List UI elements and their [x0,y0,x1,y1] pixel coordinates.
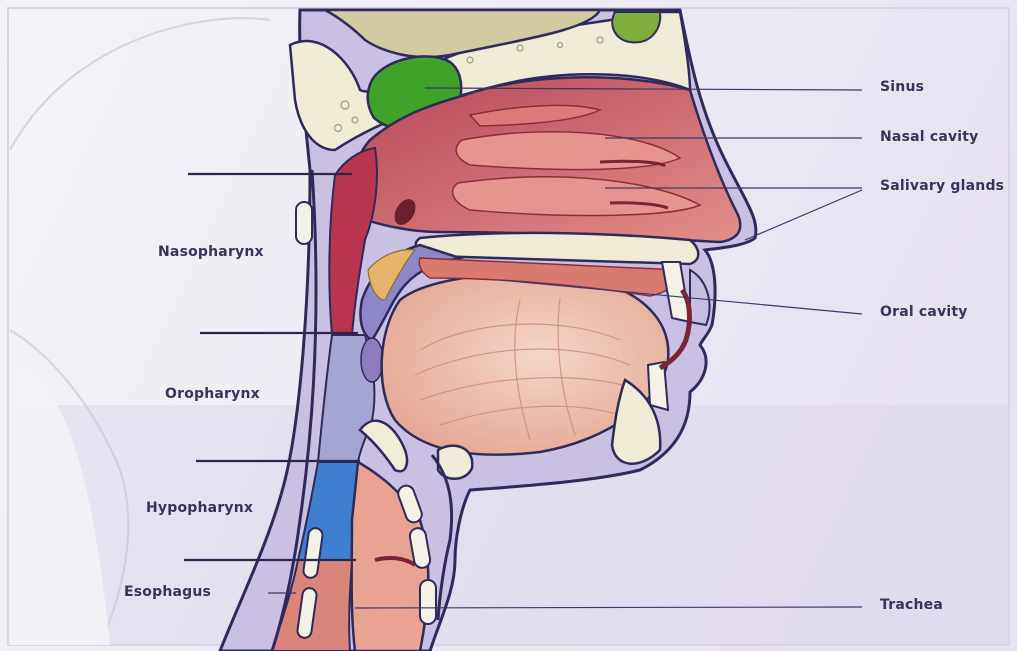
lower-tooth [648,362,668,410]
label-salivary-glands: Salivary glands [880,178,1004,194]
tonsil [361,338,383,382]
label-hypopharynx: Hypopharynx [146,500,253,516]
label-trachea: Trachea [880,597,943,613]
label-oral-cavity: Oral cavity [880,304,968,320]
label-esophagus: Esophagus [124,584,211,600]
label-nasal-cavity: Nasal cavity [880,129,979,145]
label-nasopharynx: Nasopharynx [158,244,264,260]
label-oropharynx: Oropharynx [165,386,260,402]
label-sinus: Sinus [880,79,924,95]
